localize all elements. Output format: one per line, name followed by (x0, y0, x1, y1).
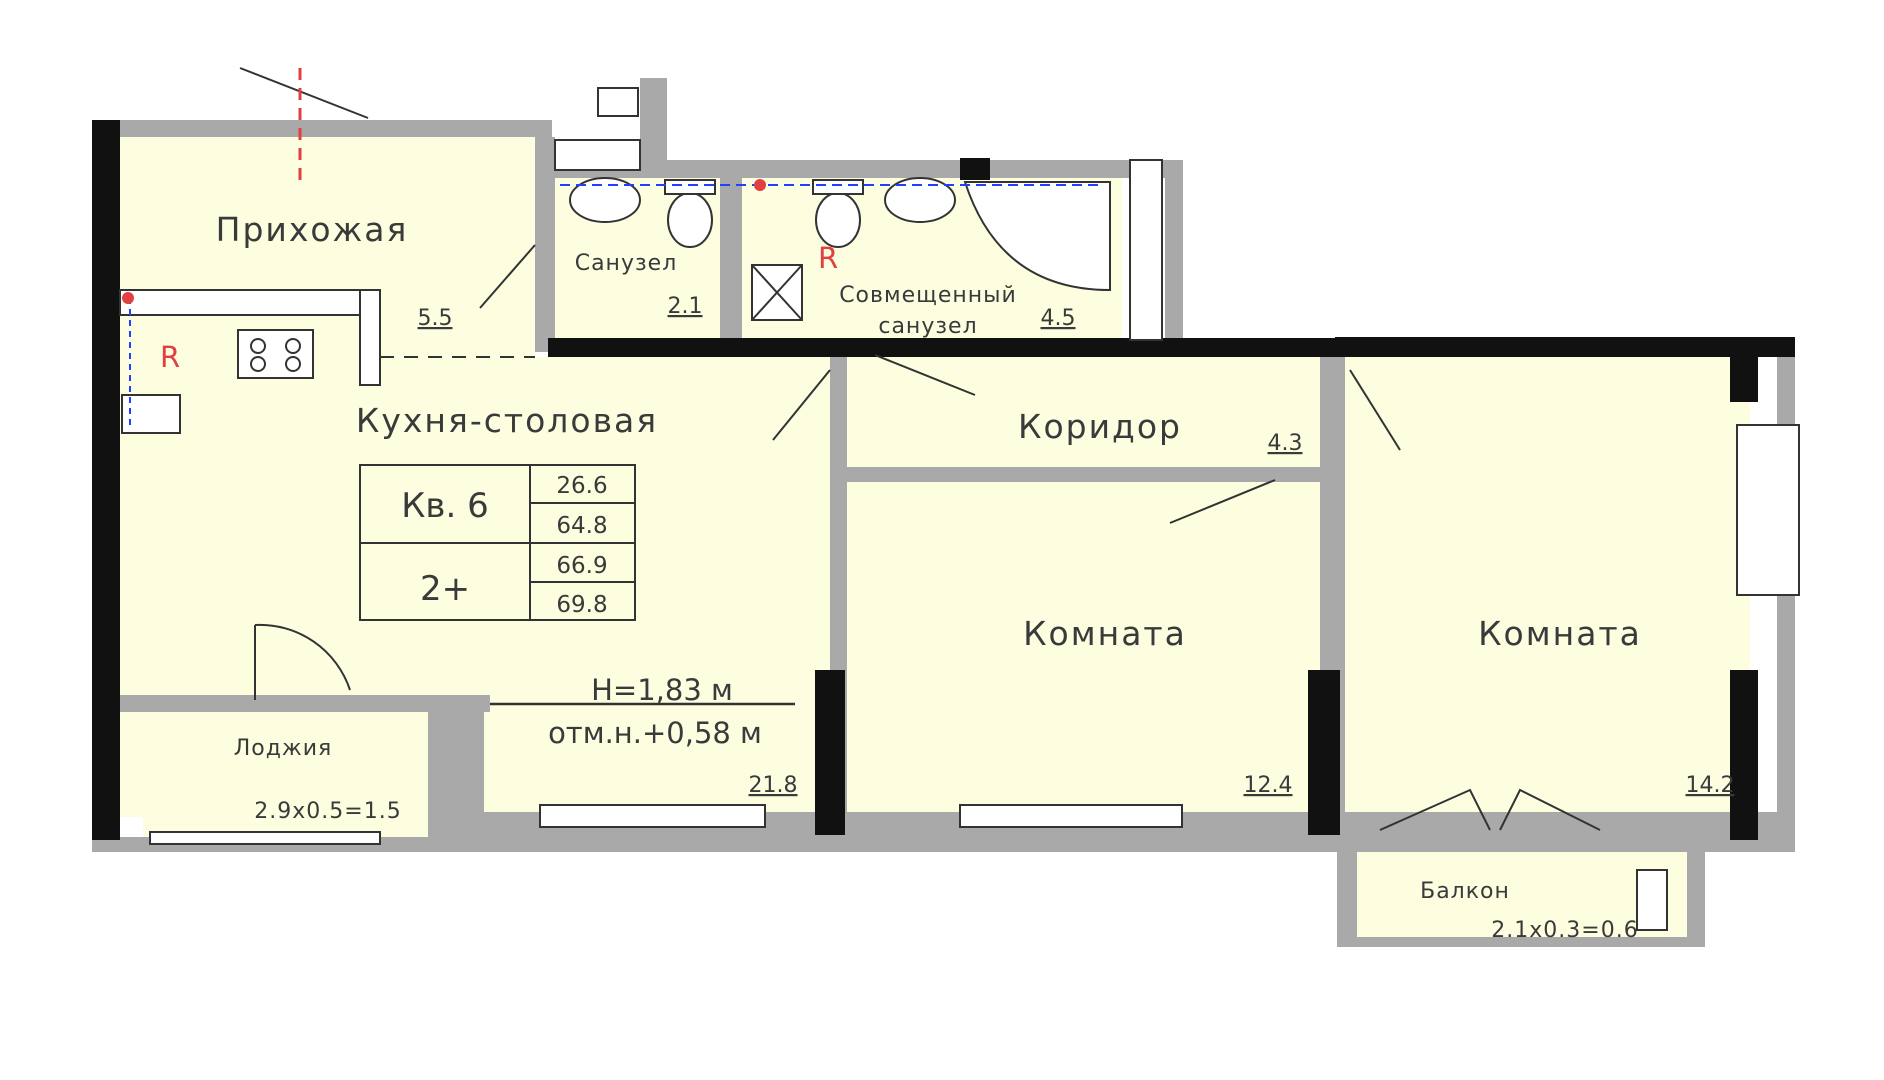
loggia-label: Лоджия (234, 736, 333, 761)
balcony-dims: 2.1x0.3=0.6 (1491, 918, 1638, 943)
room2-area: 14.2 (1686, 773, 1735, 798)
bathroom-label-line1: Совмещенный (839, 283, 1017, 308)
bath-sink-icon (884, 177, 956, 223)
door-kitchen (772, 369, 831, 441)
wall-right-bath (1165, 160, 1183, 340)
wall-riser-shaft (640, 78, 667, 163)
wc-label: Санузел (575, 251, 678, 276)
column-bath-top (960, 158, 990, 180)
ceiling-height: Н=1,83 м (591, 673, 733, 707)
wall-room2-right-solid-b (1730, 670, 1758, 840)
burner-icon (250, 338, 266, 354)
door-hallway (479, 244, 536, 309)
apartment-number: Кв. 6 (401, 486, 488, 526)
wall-loggia-top (120, 695, 490, 712)
window-kitchen (539, 804, 766, 828)
fixtures (119, 87, 1668, 931)
column-room1 (1308, 670, 1340, 835)
wc-sink-icon (569, 177, 641, 223)
door-corridor (874, 354, 976, 396)
door-room1 (1169, 479, 1276, 524)
column-kitchen (815, 670, 845, 835)
bathtub-icon (963, 181, 1111, 292)
loggia-floor (143, 712, 428, 837)
window-bath (1129, 159, 1163, 341)
bathroom-label-line2: санузел (878, 314, 977, 339)
riser-dot-icon (122, 292, 134, 304)
kitchen-counter-side (359, 289, 381, 386)
loggia-dims: 2.9x0.5=1.5 (254, 799, 401, 824)
washer-cross-icon (751, 264, 803, 321)
apartment-info-box (359, 464, 636, 621)
burner-icon (285, 356, 301, 372)
wall-left-solid (92, 120, 120, 840)
floor-elevation: отм.н.+0,58 м (548, 716, 762, 750)
wall-wc-bath (720, 178, 742, 343)
balcony-label: Балкон (1420, 879, 1510, 904)
wall-room2-right-solid-a (1730, 337, 1758, 402)
windows (149, 159, 1800, 845)
engineering-marks: R R (122, 68, 1100, 430)
riser-mark: R (818, 241, 838, 275)
window-room2 (1736, 424, 1800, 596)
wall-top-bath (552, 160, 1182, 178)
walls (92, 78, 1795, 947)
room2-label: Комната (1478, 614, 1642, 653)
shaft-box-icon (597, 87, 639, 117)
area-full: 69.8 (556, 592, 607, 618)
corridor-area: 4.3 (1268, 431, 1303, 456)
burner-icon (285, 338, 301, 354)
wc-area: 2.1 (668, 294, 703, 319)
stove-icon (237, 329, 314, 379)
wall-balcony-right (1687, 850, 1705, 945)
riser-dot-icon (754, 179, 766, 191)
wc-toilet-icon (667, 192, 713, 248)
area-total: 64.8 (556, 513, 607, 539)
hallway-floor (120, 137, 535, 357)
wall-bath-bottom-solid (548, 338, 1338, 357)
wall-top-hallway (92, 120, 552, 137)
wc-tank-icon (664, 179, 716, 195)
hallway-area: 5.5 (418, 306, 453, 331)
kitchen-sink-icon (121, 394, 181, 434)
door-room2 (1349, 369, 1401, 451)
room2-floor (1345, 357, 1750, 812)
area-living: 26.6 (556, 473, 607, 499)
window-room1 (959, 804, 1183, 828)
wc-shelf-icon (554, 139, 641, 171)
window-loggia (149, 831, 381, 845)
room1-floor (847, 482, 1332, 812)
wall-wc-left (535, 137, 555, 352)
wall-room2-top-solid (1335, 337, 1795, 357)
doors (239, 67, 1601, 831)
room1-area: 12.4 (1244, 773, 1293, 798)
riser-mark: R (160, 340, 180, 374)
wall-loggia-right (428, 705, 484, 840)
kitchen-counter (119, 289, 371, 316)
balcony-cabinet-icon (1636, 869, 1668, 931)
wall-balcony-left (1337, 850, 1357, 945)
room1-label: Комната (1023, 614, 1187, 653)
door-loggia (254, 623, 351, 700)
wall-balcony-bottom (1337, 937, 1705, 947)
area-with-loggia: 66.9 (556, 553, 607, 579)
door-balcony (1379, 788, 1601, 831)
corridor-label: Коридор (1018, 407, 1182, 446)
bathroom-area: 4.5 (1041, 306, 1076, 331)
door-entrance (239, 67, 369, 119)
wall-corridor-room1 (847, 467, 1332, 482)
balcony-floor (1357, 852, 1687, 940)
kitchen-area: 21.8 (749, 773, 798, 798)
burner-icon (250, 356, 266, 372)
bath-tank-icon (812, 179, 864, 195)
hallway-label: Прихожая (216, 210, 409, 249)
apartment-type: 2+ (420, 569, 470, 609)
kitchen-label: Кухня-столовая (356, 401, 658, 440)
bath-toilet-icon (815, 192, 861, 248)
